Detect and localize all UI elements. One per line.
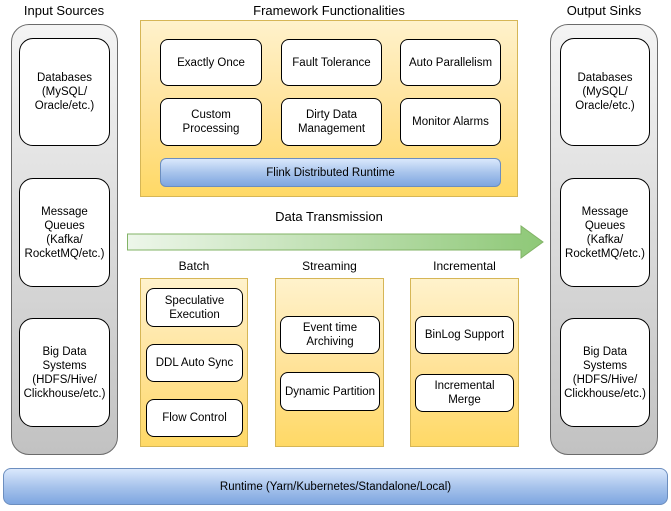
flink-distributed-runtime-bar: Flink Distributed Runtime [160, 158, 501, 187]
data-transmission-label: Data Transmission [275, 209, 383, 224]
flow-control-node: Flow Control [146, 399, 243, 437]
input-databases-node: Databases (MySQL/ Oracle/etc.) [19, 38, 110, 146]
framework-functionalities-title: Framework Functionalities [253, 3, 405, 18]
data-transmission-arrow-icon [127, 225, 544, 259]
speculative-execution-node: Speculative Execution [146, 288, 243, 327]
incremental-panel [410, 278, 519, 447]
runtime-bar: Runtime (Yarn/Kubernetes/Standalone/Loca… [3, 468, 668, 505]
auto-parallelism-node: Auto Parallelism [400, 39, 501, 86]
incremental-merge-node: Incremental Merge [415, 374, 514, 412]
event-time-archiving-node: Event time Archiving [280, 316, 380, 354]
input-big-data-systems-node: Big Data Systems (HDFS/Hive/ Clickhouse/… [19, 318, 110, 427]
binlog-support-node: BinLog Support [415, 316, 514, 354]
output-sinks-title: Output Sinks [566, 3, 642, 18]
input-sources-title: Input Sources [23, 3, 105, 18]
batch-title: Batch [178, 259, 210, 273]
output-databases-node: Databases (MySQL/ Oracle/etc.) [560, 38, 650, 146]
exactly-once-node: Exactly Once [160, 39, 262, 86]
ddl-auto-sync-node: DDL Auto Sync [146, 344, 243, 382]
streaming-title: Streaming [302, 259, 357, 273]
dirty-data-management-node: Dirty Data Management [281, 98, 382, 146]
streaming-panel [275, 278, 384, 447]
monitor-alarms-node: Monitor Alarms [400, 98, 501, 146]
input-message-queues-node: Message Queues (Kafka/ RocketMQ/etc.) [19, 178, 110, 287]
incremental-title: Incremental [433, 259, 496, 273]
fault-tolerance-node: Fault Tolerance [281, 39, 382, 86]
custom-processing-node: Custom Processing [160, 98, 262, 146]
dynamic-partition-node: Dynamic Partition [280, 372, 380, 411]
output-message-queues-node: Message Queues (Kafka/ RocketMQ/etc.) [560, 178, 650, 287]
output-big-data-systems-node: Big Data Systems (HDFS/Hive/ Clickhouse/… [560, 318, 650, 427]
